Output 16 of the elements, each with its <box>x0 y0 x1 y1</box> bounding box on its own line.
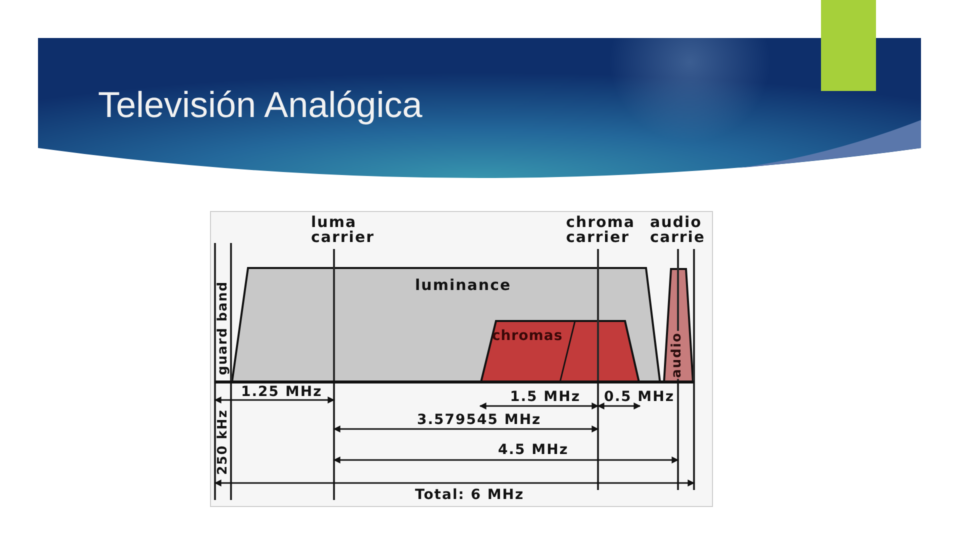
carrier-label: chroma carrier <box>566 215 636 245</box>
dimension-label: 1.25 MHz <box>241 385 322 399</box>
dimension-label: Total: 6 MHz <box>415 488 524 502</box>
band-label: chromas <box>492 329 563 343</box>
dimension-label: 250 kHz <box>216 409 230 475</box>
guard-band-label: guard band <box>216 280 230 376</box>
carrier-label: luma carrier <box>311 215 376 245</box>
dimension-label: 1.5 MHz <box>510 390 580 404</box>
slide-title: Televisión Analógica <box>98 85 422 125</box>
dimension-label: 0.5 MHz <box>604 390 674 404</box>
luminance-band <box>231 267 661 382</box>
dimension-label: 4.5 MHz <box>498 443 568 457</box>
carrier-label: audio carrie <box>650 215 706 245</box>
audio-band <box>663 268 694 382</box>
band-label: luminance <box>415 278 512 293</box>
dimension-label: 3.579545 MHz <box>417 413 542 427</box>
